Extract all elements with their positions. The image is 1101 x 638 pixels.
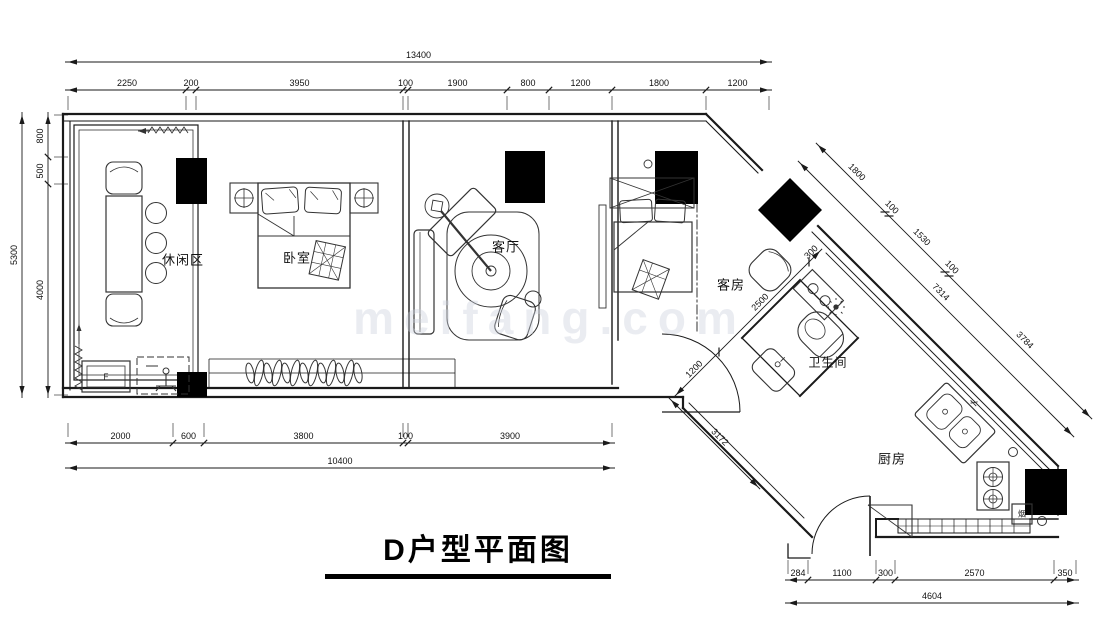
toilet [797, 311, 845, 359]
column [177, 372, 207, 397]
water-heater-box [136, 356, 190, 395]
doors [661, 333, 871, 556]
furniture-living [413, 187, 542, 341]
distribution-box [81, 360, 131, 393]
furniture-kitchen [867, 382, 1047, 538]
dimension-lines [19, 59, 1093, 606]
guest-door-arc [661, 333, 741, 413]
column-diamond [758, 178, 822, 242]
furniture-bathroom [751, 268, 845, 392]
column [1025, 469, 1067, 515]
stove [976, 461, 1010, 511]
utility-boxes [81, 356, 190, 395]
entry-door-arc [811, 495, 871, 555]
light-symbol [827, 298, 845, 316]
washbasin [751, 348, 796, 392]
column [505, 151, 545, 203]
range-hood-box [1011, 503, 1033, 525]
structural-columns [176, 151, 1067, 515]
walls [61, 112, 1060, 559]
vanity-counter [792, 268, 845, 321]
furniture-leisure [74, 126, 189, 391]
cabinet-slats [208, 358, 1015, 533]
furniture-guest [598, 159, 792, 309]
kitchen-sink [914, 382, 996, 464]
column [176, 158, 207, 204]
furniture-bedroom [229, 182, 379, 289]
